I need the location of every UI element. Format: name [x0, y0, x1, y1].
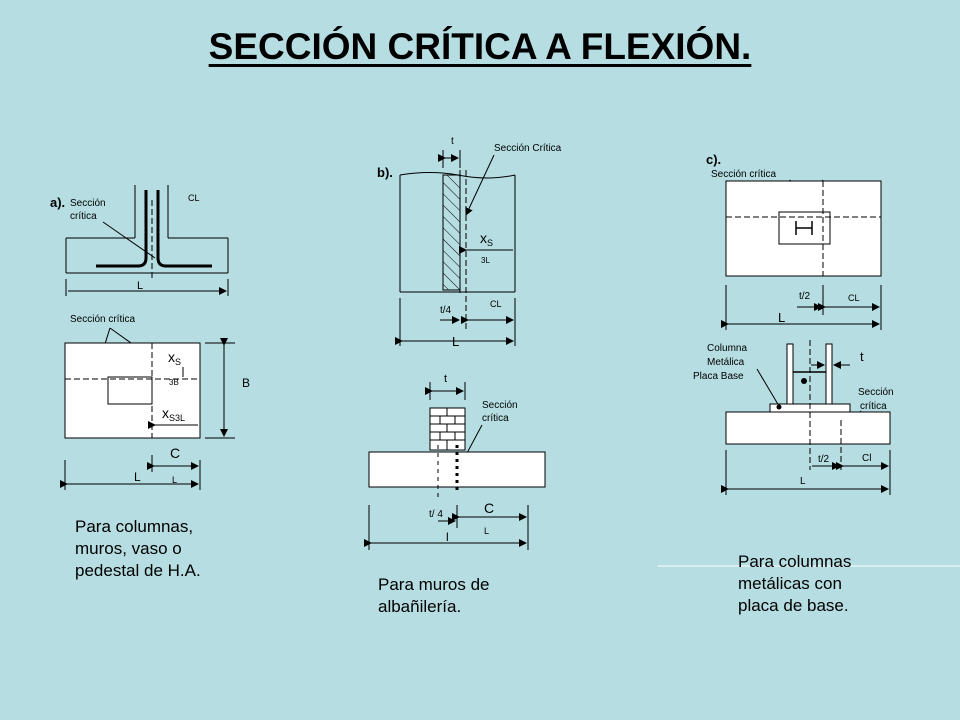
panel-a-cl: CL — [188, 193, 200, 203]
panel-a-L-bottom: L — [134, 470, 141, 484]
panel-c-L-b: L — [800, 476, 806, 487]
plan-a-column — [107, 376, 153, 405]
panel-c-column-label-3: Placa Base — [693, 371, 744, 382]
caption-c: Para columnas metálicas con placa de bas… — [738, 552, 852, 615]
panel-c-L: L — [778, 310, 785, 325]
panel-b-section-label2-1: Sección — [482, 400, 518, 411]
panel-a-plan-section-label: Sección crítica — [70, 314, 135, 325]
panel-c-column-label-1: Columna — [707, 343, 747, 354]
panel-a-section-label-2: crítica — [70, 211, 97, 222]
panel-c-dot — [801, 378, 807, 384]
caption-b: Para muros de albañilería. — [378, 575, 490, 616]
panel-a-B: B — [242, 376, 250, 390]
plan-c-hsection — [795, 221, 813, 235]
footing-c — [725, 411, 891, 445]
panel-c-column-leader — [756, 368, 780, 407]
panel-c-section-label2-1: Sección — [858, 387, 894, 398]
panel-a: a). Sección crítica CL L Sección crítica… — [50, 185, 250, 490]
panel-c-t: t — [860, 349, 864, 364]
panel-b-section-label: Sección Crítica — [494, 143, 562, 154]
panel-c-t2: t/2 — [799, 291, 811, 302]
panel-b-t4-wall: t/ 4 — [429, 509, 443, 520]
panel-c-label: c). — [706, 152, 721, 167]
masonry-wall — [429, 407, 466, 451]
panel-b-t-wall: t — [444, 373, 447, 385]
panel-c: c). Sección crítica t/2 CL L Columna Met… — [658, 152, 960, 567]
panel-a-xs-3b: 3B — [169, 378, 179, 387]
panel-a-c-big: C — [170, 445, 180, 461]
panel-c-section-label2-2: crítica — [860, 401, 887, 412]
slide-title: SECCIÓN CRÍTICA A FLEXIÓN. — [0, 26, 960, 68]
panel-c-cl-b: Cl — [862, 453, 871, 464]
panel-b-t4: t/4 — [440, 305, 452, 316]
panel-b-label: b). — [377, 165, 393, 180]
panel-b-t: t — [451, 136, 454, 147]
panel-b-section-label2-2: crítica — [482, 413, 509, 424]
panel-c-section-label: Sección crítica — [711, 169, 776, 180]
panel-b-xs: xS — [480, 230, 493, 248]
panel-b: b). t Sección Crítica xS 3L t/4 CL L t — [364, 136, 562, 550]
panel-c-column-label-2: Metálica — [707, 357, 745, 368]
panel-b-xs-3l: 3L — [481, 256, 490, 265]
rebar-a-left — [96, 190, 148, 268]
panel-a-label: a). — [50, 195, 65, 210]
panel-a-section-label-1: Sección — [70, 198, 106, 209]
panel-b-cl: CL — [490, 299, 502, 309]
panel-b-L: L — [452, 334, 459, 349]
wall-b-hatch — [442, 174, 461, 291]
panel-c-t2-b: t/2 — [818, 454, 830, 465]
panel-a-L: L — [137, 280, 143, 292]
panel-b-l-bottom: l — [446, 530, 449, 544]
panel-b-c-big: C — [484, 500, 494, 516]
panel-c-cl: CL — [848, 293, 860, 303]
rebar-a-right — [156, 190, 212, 268]
panel-b-L-small: L — [484, 526, 489, 536]
panel-a-L-small: L — [172, 475, 177, 485]
title-text: SECCIÓN CRÍTICA A FLEXIÓN. — [208, 26, 752, 67]
caption-a: Para columnas, muros, vaso o pedestal de… — [75, 517, 201, 580]
panel-b-section-leader — [465, 154, 495, 216]
